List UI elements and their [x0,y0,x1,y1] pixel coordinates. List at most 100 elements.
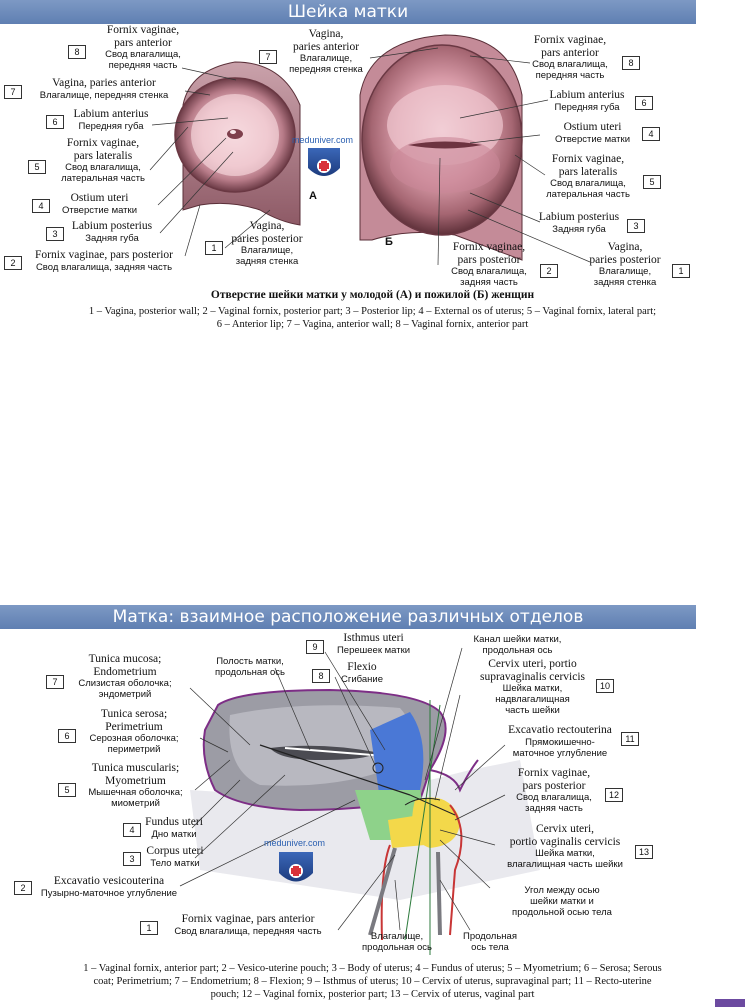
russian-term: передняя стенка [289,64,363,75]
caption-line: 1 – Vagina, posterior wall; 2 – Vaginal … [88,306,657,317]
figure-caption-bottom: 1 – Vaginal fornix, anterior part; 2 – V… [0,962,745,1001]
label-number-7: 7 [259,50,277,64]
label-number-9: 9 [306,640,324,654]
russian-term: Влагалище, [240,245,294,256]
latin-term: Flexio [347,661,377,673]
russian-term: задняя стенка [235,256,299,267]
latin-term: pars anterior [541,46,599,59]
label-number-6: 6 [58,729,76,743]
label-labium-posterius-a: Labium posterius Задняя губа [66,220,158,244]
russian-term: Мышечная оболочка; [88,787,183,798]
russian-term: Свод влагалища, [532,59,608,70]
label-fornix-lateralis-b: Fornix vaginae, pars lateralis Свод влаг… [535,153,641,200]
russian-term: Свод влагалища, [516,792,592,803]
label-uterine-cavity-axis: Полость матки, продольная ось [200,656,300,678]
caption-line: coat; Perimetrium; 7 – Endometrium; 8 – … [93,976,652,987]
latin-term: Tunica serosa; [100,708,168,720]
latin-term: Fornix vaginae, [551,153,625,165]
latin-term: Vagina, paries anterior [52,77,156,89]
label-ostium-uteri-a: Ostium uteri Отверстие матки [52,192,147,216]
russian-term: Канал шейки матки, [473,634,562,645]
russian-term: продольная ось [482,645,553,656]
russian-term: латеральная часть [546,189,630,200]
label-vagina-anterior-b: Vagina, paries anterior Влагалище, перед… [278,28,374,75]
russian-term: влагалищная часть шейки [507,859,623,870]
label-number-4: 4 [642,127,660,141]
label-endometrium: Tunica mucosa; Endometrium Слизистая обо… [66,653,184,700]
label-number-5: 5 [643,175,661,189]
russian-term: Серозная оболочка; [89,733,179,744]
label-fornix-anterior-b: Fornix vaginae, pars anterior Свод влага… [520,34,620,81]
russian-term: Отверстие матки [62,204,137,216]
label-fornix-lateralis-a: Fornix vaginae, pars lateralis Свод влаг… [48,137,158,184]
russian-term: Передняя губа [78,120,144,132]
latin-term: Endometrium [93,665,157,678]
label-vaginal-axis: Влагалище, продольная ось [352,931,442,953]
latin-term: Fornix vaginae, pars posterior [35,249,173,261]
label-number-1: 1 [205,241,223,255]
latin-term: Tunica mucosa; [88,653,162,665]
label-fornix-posterior-b: Fornix vaginae, pars posterior Свод влаг… [440,241,538,288]
figure-caption-top: 1 – Vagina, posterior wall; 2 – Vaginal … [0,305,745,331]
label-number-8: 8 [622,56,640,70]
russian-term: Влагалище, передняя стенка [39,89,169,101]
latin-term: Isthmus uteri [343,632,404,644]
label-number-3: 3 [627,219,645,233]
russian-term: задняя часть [525,803,583,814]
label-excavatio-vesicouterina: Excavatio vesicouterina Пузырно-маточное… [34,875,184,899]
latin-term: Myometrium [105,774,166,787]
leader-lines-top-left [149,67,271,257]
label-isthmus-uteri: Isthmus uteri Перешеек матки [326,632,421,656]
figure-letter-a: А [309,190,317,202]
caption-line: 1 – Vaginal fornix, anterior part; 2 – V… [83,963,662,974]
russian-term: Свод влагалища, [65,162,141,173]
latin-term: Cervix uteri, portio [488,658,577,670]
russian-term: Перешеек матки [336,644,411,656]
russian-term: задняя часть [460,277,518,288]
russian-term: латеральная часть [61,173,145,184]
label-number-2: 2 [14,881,32,895]
russian-term: Продольная [463,931,517,942]
label-ostium-uteri-b: Ostium uteri Отверстие матки [545,121,640,145]
cervix-older-illustration [359,34,523,261]
russian-term: передняя часть [535,70,605,81]
label-number-8: 8 [68,45,86,59]
russian-term: Задняя губа [552,223,606,235]
label-vagina-posterior-a: Vagina, paries posterior Влагалище, задн… [224,220,310,267]
latin-term: Vagina, [308,28,344,40]
uterus-diagram [190,688,540,955]
label-corpus-uteri: Corpus uteri Тело матки [142,845,208,869]
russian-term: Влагалище, [598,266,652,277]
russian-term: Передняя губа [554,101,620,113]
russian-term: периметрий [107,744,161,755]
latin-term: Fornix vaginae, [517,767,591,779]
russian-term: Влагалище, [370,931,424,942]
label-cervix-vaginal: Cervix uteri, portio vaginalis cervicis … [497,823,633,870]
latin-term: Perimetrium [105,720,163,733]
latin-term: pars anterior [114,36,172,49]
label-body-axis: Продольная ось тела [455,931,525,953]
label-number-1: 1 [672,264,690,278]
latin-term: pars posterior [457,253,521,266]
russian-term: Свод влагалища, передняя часть [174,925,322,937]
watermark-shield-bottom [279,852,313,882]
russian-term: Задняя губа [85,232,139,244]
label-vagina-posterior-b: Vagina, paries posterior Влагалище, задн… [580,241,670,288]
label-fornix-posterior-a: Fornix vaginae, pars posterior Свод влаг… [24,249,184,273]
label-number-13: 13 [635,845,653,859]
russian-term: продольной осью тела [512,907,612,918]
latin-term: Fundus uteri [145,816,203,828]
russian-term: Свод влагалища, [105,49,181,60]
label-fornix-posterior: Fornix vaginae, pars posterior Свод влаг… [505,767,603,814]
latin-term: Vagina, [607,241,643,253]
russian-term: маточное углубление [512,747,608,759]
latin-term: supravaginalis cervicis [479,670,586,683]
russian-term: Шейка матки, [502,683,563,694]
label-number-4: 4 [32,199,50,213]
latin-term: Fornix vaginae, [533,34,607,46]
watermark-text-bottom: meduniver.com [264,838,326,848]
figure-letter-b: Б [385,236,393,248]
latin-term: Labium posterius [538,211,620,223]
russian-term: Сгибание [341,673,383,685]
section-banner-cervix: Шейка матки [0,0,696,24]
